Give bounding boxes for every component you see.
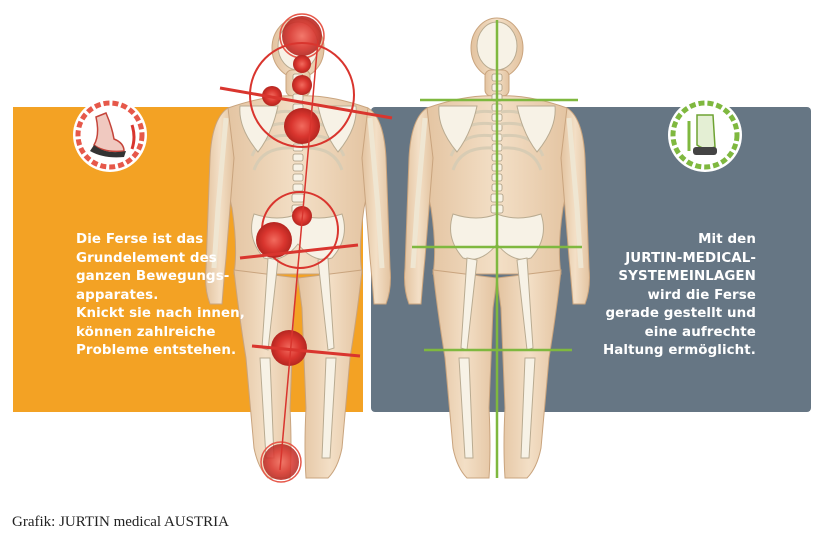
left-line: Grundelement des bbox=[76, 250, 217, 266]
right-line: eine aufrechte bbox=[644, 324, 756, 340]
right-line: JURTIN-MEDICAL- bbox=[625, 250, 756, 266]
right-panel-text: Mit den JURTIN-MEDICAL- SYSTEMEINLAGEN w… bbox=[560, 231, 756, 361]
right-line: gerade gestellt und bbox=[605, 306, 756, 321]
left-line: können zahlreiche bbox=[76, 324, 216, 340]
left-line: ganzen Bewegungs- bbox=[76, 269, 230, 284]
right-line: SYSTEMEINLAGEN bbox=[618, 269, 756, 284]
right-line: Haltung ermöglicht. bbox=[602, 343, 756, 358]
right-line: wird die Ferse bbox=[647, 287, 756, 303]
heel-straight-green-icon bbox=[668, 98, 742, 172]
alignment-lines bbox=[412, 20, 582, 478]
tilt-lines bbox=[219, 39, 393, 471]
left-line: Probleme entstehen. bbox=[76, 343, 237, 358]
left-panel-text: Die Ferse ist das Grundelement des ganze… bbox=[76, 231, 276, 361]
left-line: Die Ferse ist das bbox=[76, 232, 204, 247]
left-line: apparates. bbox=[76, 287, 159, 303]
heel-tilted-red-icon bbox=[73, 98, 147, 172]
image-credit: Grafik: JURTIN medical AUSTRIA bbox=[12, 514, 229, 530]
problem-markers bbox=[249, 13, 355, 483]
left-line: Knickt sie nach innen, bbox=[76, 306, 245, 321]
right-line: Mit den bbox=[698, 232, 756, 247]
